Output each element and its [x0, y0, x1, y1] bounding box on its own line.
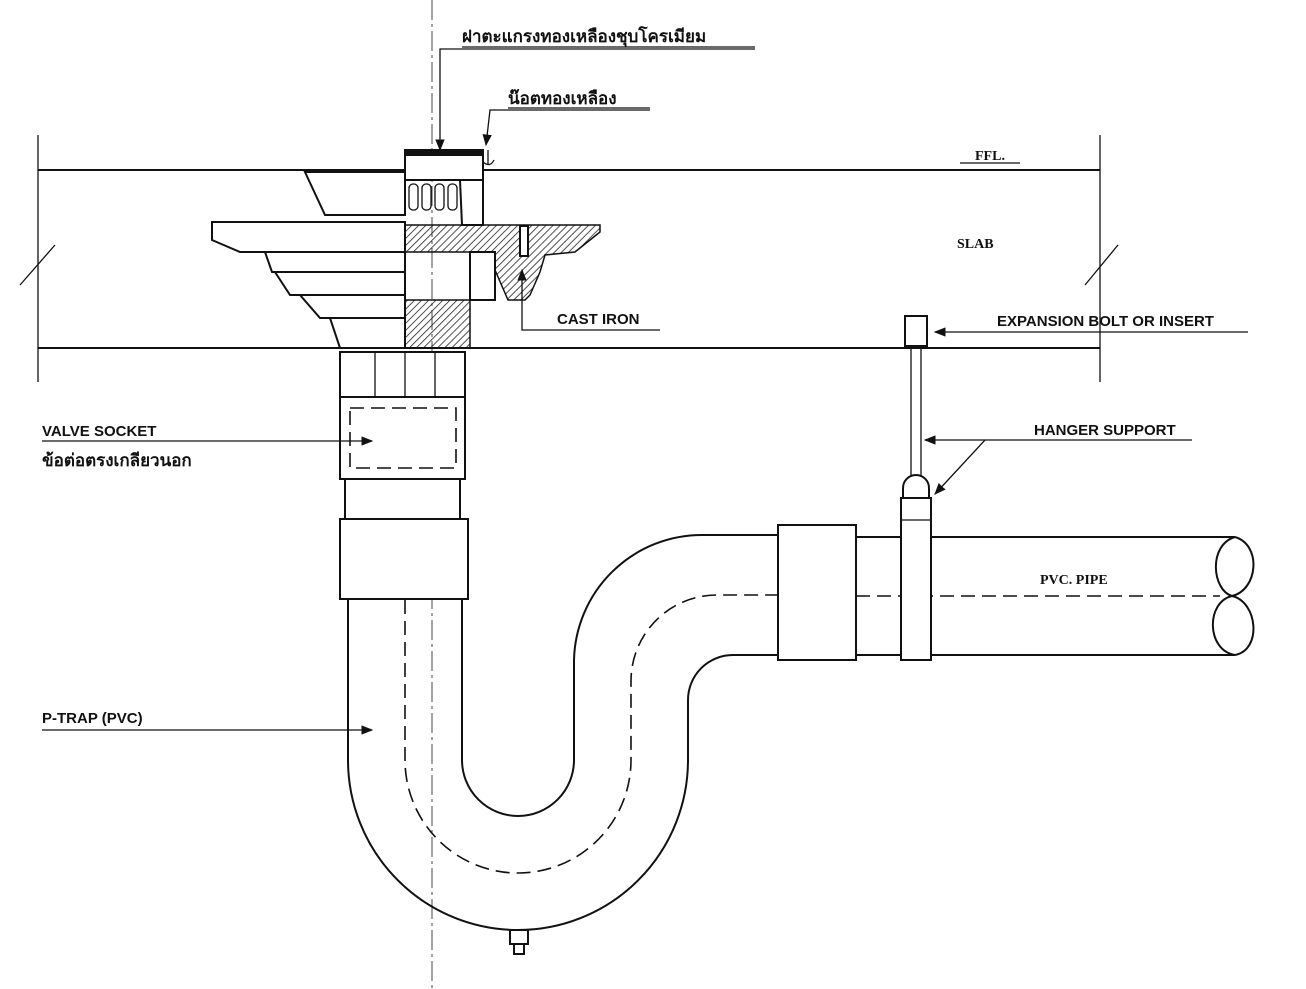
- label-brass-bolt: น๊อตทองเหลือง: [508, 88, 617, 109]
- label-hanger-support: HANGER SUPPORT: [1034, 422, 1176, 439]
- hanger-support: [900, 315, 932, 661]
- floor-drain-body: [211, 149, 601, 349]
- label-valve-socket-th: ข้อต่อตรงเกลียวนอก: [42, 450, 192, 471]
- label-expansion-bolt: EXPANSION BOLT OR INSERT: [997, 313, 1214, 330]
- label-grate-cover: ฝาตะแกรงทองเหลืองชุบโครเมียม: [462, 26, 706, 47]
- slab: [19, 135, 1119, 382]
- label-p-trap: P-TRAP (PVC): [42, 710, 143, 727]
- grate-slots: [408, 183, 458, 211]
- pvc-pipe: [777, 524, 1255, 661]
- label-ffl: FFL.: [975, 149, 1005, 164]
- leaders: [42, 48, 1248, 735]
- valve-socket: [339, 351, 466, 520]
- label-cast-iron: CAST IRON: [557, 311, 640, 328]
- p-trap: [339, 518, 778, 955]
- label-pvc-pipe: PVC. PIPE: [1040, 573, 1108, 588]
- label-valve-socket: VALVE SOCKET: [42, 423, 156, 440]
- label-slab: SLAB: [957, 237, 994, 252]
